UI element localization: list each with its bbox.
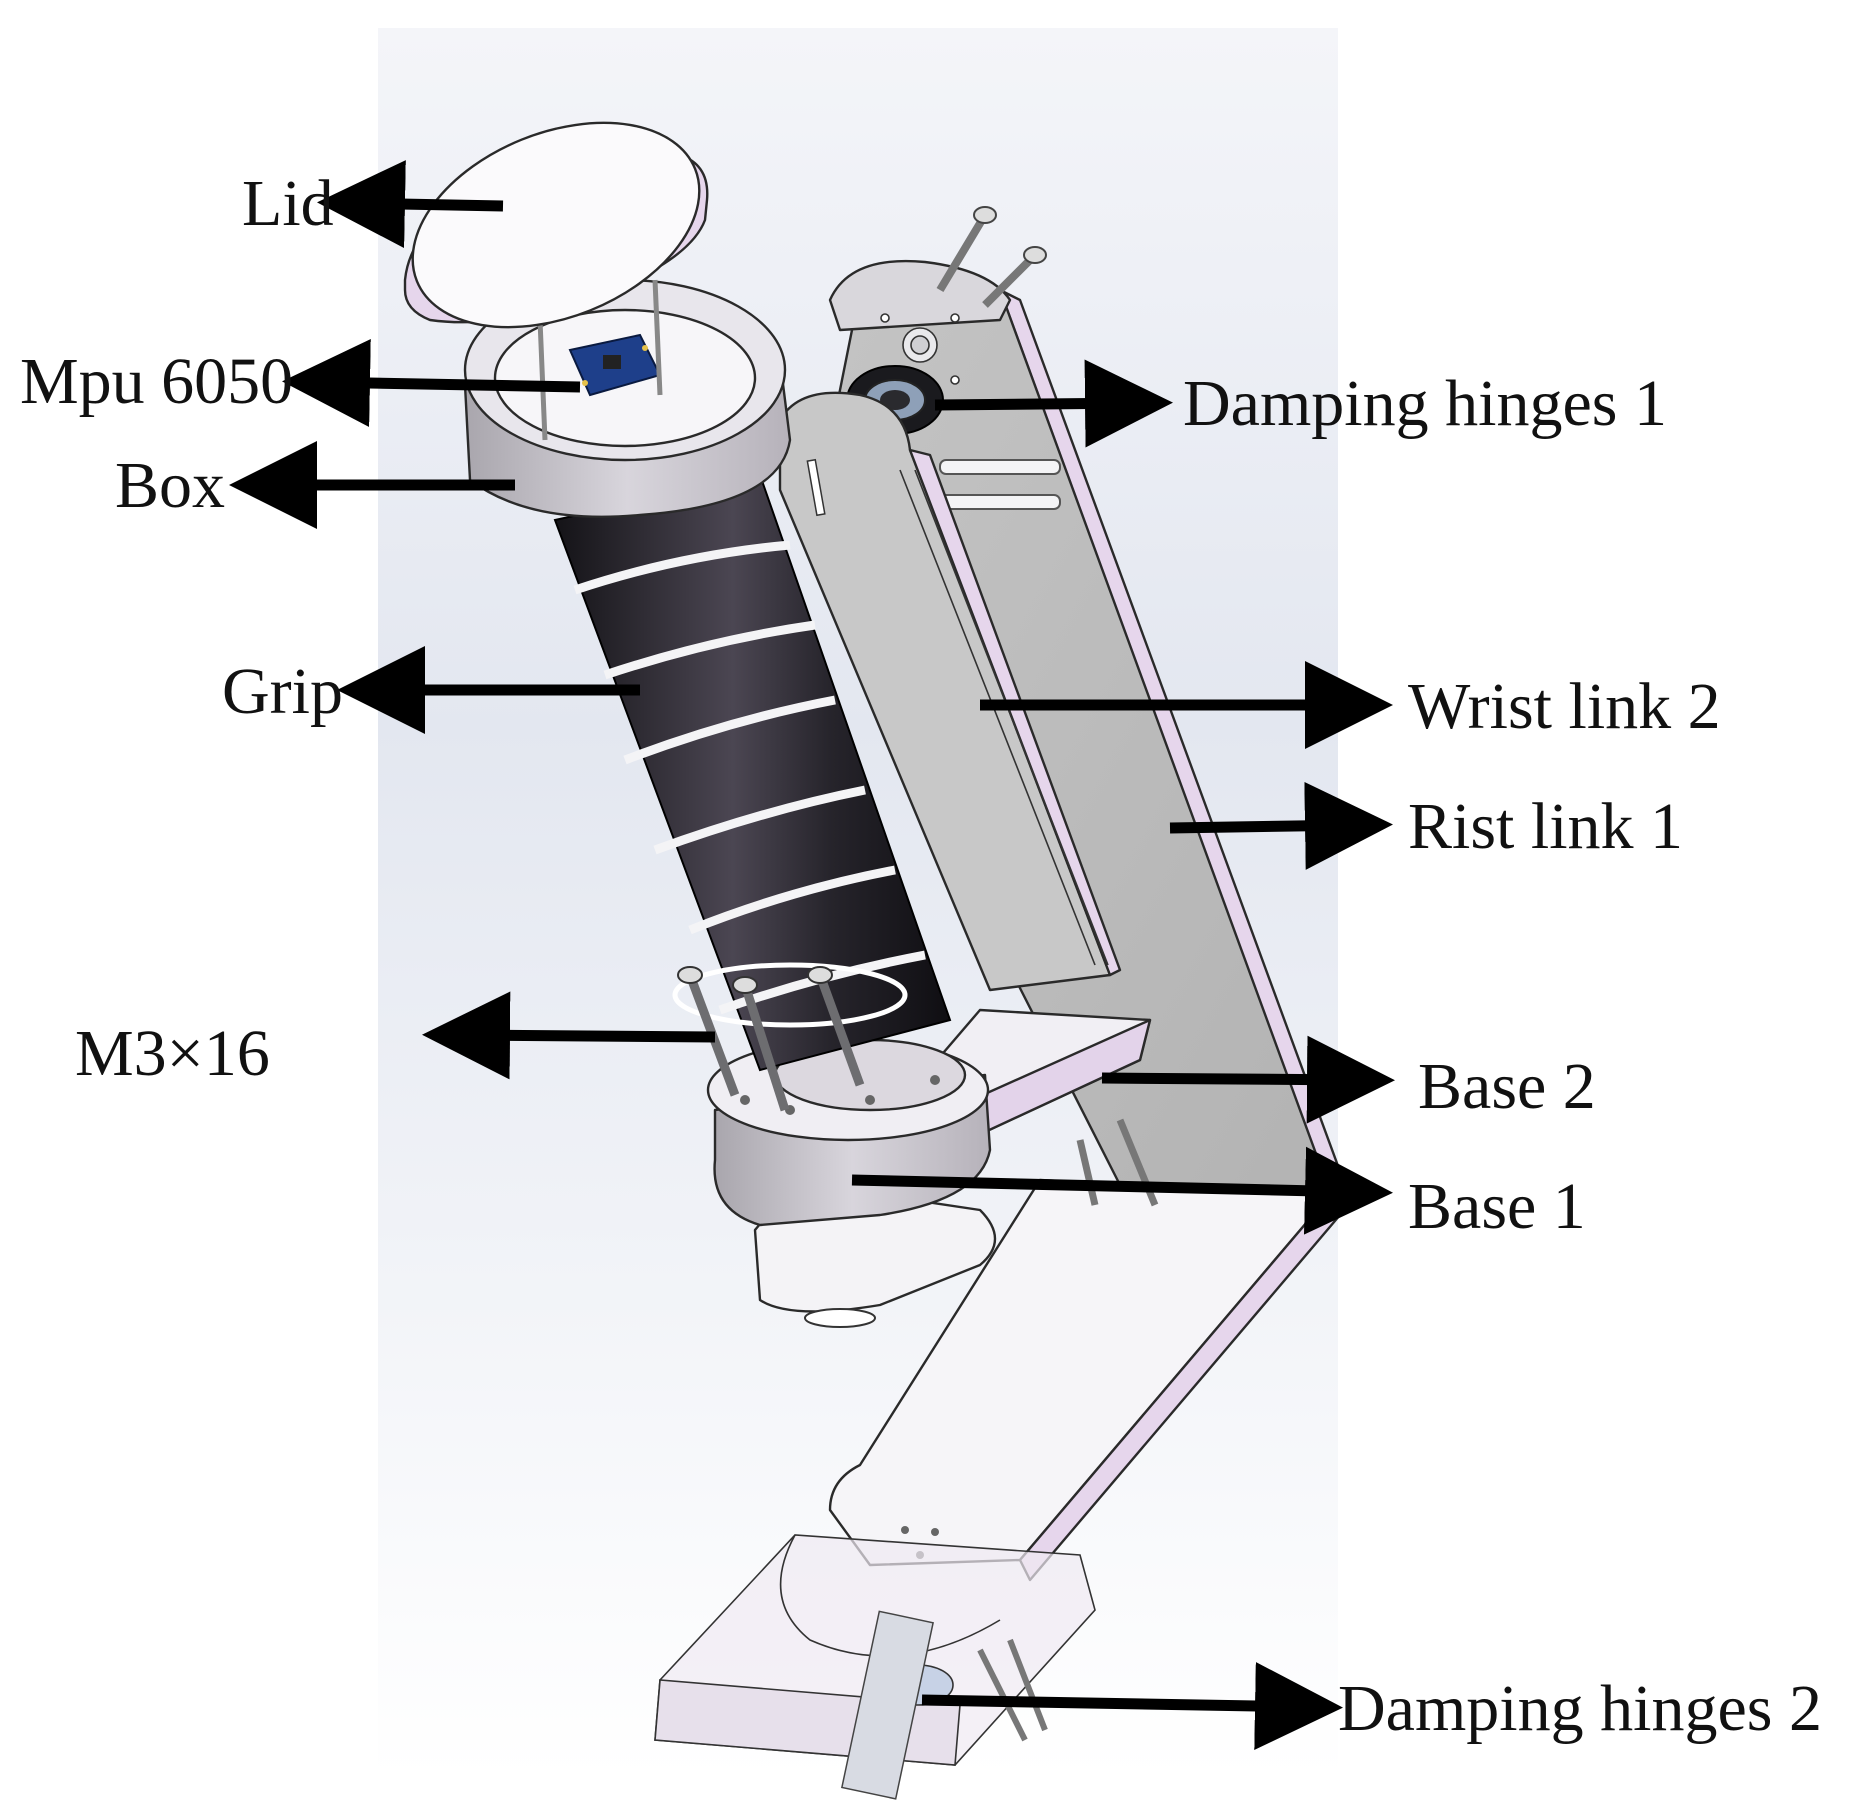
label-grip: Grip (222, 655, 343, 728)
bolt-top-1 (936, 212, 989, 293)
annotation-arrows (229, 160, 1395, 1751)
rist-link-1-part (828, 206, 1347, 1197)
damping-hinge-2-part (654, 1534, 1096, 1800)
label-base-2: Base 2 (1418, 1050, 1596, 1123)
annotation-labels: Lid Mpu 6050 Box Grip M3×16 Damping hing… (20, 167, 1822, 1745)
label-m3x16: M3×16 (75, 1017, 270, 1090)
bolt-top-2 (982, 252, 1038, 308)
arrow-m3x16 (422, 991, 716, 1080)
label-box: Box (115, 449, 225, 522)
label-rist-link-1: Rist link 1 (1408, 790, 1683, 863)
label-damping-hinges-2: Damping hinges 2 (1338, 1672, 1822, 1745)
arrow-mpu (282, 339, 581, 428)
lid-part (403, 121, 709, 329)
arrow-damping-hinges-2 (921, 1662, 1343, 1751)
grip-rings (573, 540, 926, 1015)
label-lid: Lid (242, 167, 334, 240)
arrow-rist-link-1 (1169, 781, 1393, 870)
label-damping-hinges-1: Damping hinges 1 (1183, 367, 1667, 440)
arrow-lid (317, 160, 504, 249)
label-mpu6050: Mpu 6050 (20, 345, 293, 418)
box-part (463, 278, 792, 518)
arrow-damping-hinges-1 (934, 359, 1173, 448)
arrow-base-1 (851, 1146, 1393, 1235)
arrow-base-2 (1101, 1035, 1395, 1124)
wrist-link-2-part (778, 391, 1122, 992)
label-wrist-link-2: Wrist link 2 (1408, 670, 1721, 743)
label-base-1: Base 1 (1408, 1170, 1586, 1243)
